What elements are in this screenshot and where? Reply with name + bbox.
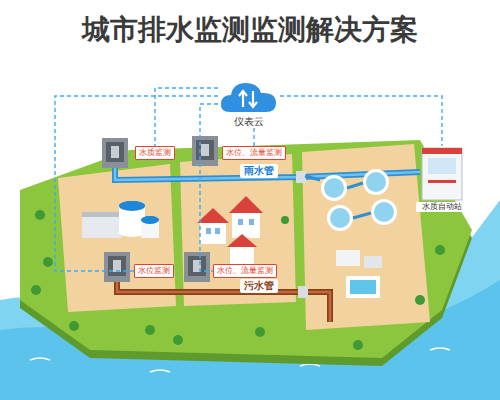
sand-plots bbox=[58, 144, 430, 330]
monitoring-station-part bbox=[193, 260, 201, 272]
treatment-plant-part bbox=[321, 175, 347, 201]
trees-part bbox=[69, 321, 79, 331]
sewage-pipe bbox=[117, 282, 330, 322]
houses-part bbox=[238, 219, 243, 225]
cabinet-body bbox=[422, 148, 462, 200]
treatment-plant-part bbox=[330, 208, 350, 228]
trees-part bbox=[35, 210, 45, 220]
monitoring-station-part bbox=[106, 142, 124, 162]
tag-text: 水位监测 bbox=[138, 266, 170, 276]
factory-part bbox=[119, 201, 145, 211]
monitoring-station-part bbox=[104, 252, 130, 282]
trees-part bbox=[281, 216, 289, 224]
monitoring-station-part bbox=[108, 256, 126, 276]
cloud-shape bbox=[221, 83, 276, 112]
data-link bbox=[253, 128, 254, 146]
tag-text: 水位、流量监测 bbox=[217, 266, 273, 276]
tag-text: 水质监测 bbox=[139, 148, 171, 158]
treatment-plant bbox=[305, 169, 397, 298]
island-part bbox=[20, 140, 472, 358]
cabinet-top bbox=[422, 148, 462, 154]
houses-part bbox=[229, 196, 263, 213]
treatment-plant-part bbox=[305, 176, 371, 218]
data-link bbox=[155, 88, 218, 146]
trees-part bbox=[415, 295, 425, 305]
factory-part bbox=[141, 216, 159, 224]
treatment-plant-part bbox=[364, 256, 382, 268]
houses-part bbox=[197, 208, 229, 223]
houses-part bbox=[215, 228, 220, 234]
monitoring-station-part bbox=[184, 252, 210, 282]
data-link bbox=[280, 96, 442, 146]
trees-part bbox=[435, 245, 445, 255]
data-link bbox=[55, 96, 218, 271]
monitoring-station-part bbox=[111, 146, 119, 158]
treatment-plant-part bbox=[327, 205, 353, 231]
factory-part bbox=[82, 212, 122, 238]
monitoring-station bbox=[102, 138, 128, 168]
data-link bbox=[200, 104, 218, 271]
pipe-label: 污水管 bbox=[240, 279, 278, 293]
monitoring-station-part bbox=[196, 140, 214, 160]
node-label: 水质自动站 bbox=[416, 202, 468, 212]
sync-arrows bbox=[239, 91, 257, 107]
houses-part bbox=[227, 234, 257, 247]
node-label: 仪表云 bbox=[218, 116, 280, 128]
monitoring-station-part bbox=[192, 136, 218, 166]
trees-part bbox=[255, 327, 265, 337]
factory-part bbox=[119, 201, 145, 211]
tag-text: 水位、流量监测 bbox=[226, 148, 282, 158]
monitoring-station bbox=[184, 252, 210, 282]
monitoring-station-part bbox=[113, 260, 121, 272]
houses bbox=[197, 196, 263, 264]
factory-part bbox=[141, 216, 159, 224]
monitoring-station bbox=[104, 252, 130, 282]
sewage-pipe-part bbox=[298, 286, 308, 298]
trees-part bbox=[43, 257, 53, 267]
sewage-pipe-part bbox=[117, 282, 330, 322]
houses-part bbox=[206, 228, 211, 234]
page-title: 城市排水监测监测解决方案 bbox=[0, 12, 500, 48]
treatment-plant-part bbox=[366, 172, 386, 192]
treatment-plant-part bbox=[346, 276, 380, 298]
houses-part bbox=[232, 212, 260, 238]
treatment-plant-part bbox=[324, 178, 344, 198]
cabinet-stripe bbox=[428, 180, 456, 183]
monitor-tag: 水质监测 bbox=[135, 146, 175, 160]
factory bbox=[82, 201, 159, 238]
treatment-plant-part bbox=[363, 169, 389, 195]
treatment-plant-part bbox=[336, 250, 360, 266]
monitor-tag: 水位、流量监测 bbox=[213, 264, 277, 278]
trees bbox=[31, 210, 445, 350]
houses-part bbox=[249, 219, 254, 225]
trees-part bbox=[173, 335, 183, 345]
rain-pipe-part bbox=[296, 171, 306, 183]
monitoring-station-part bbox=[188, 256, 206, 276]
cloud-icon bbox=[218, 76, 280, 116]
island bbox=[20, 140, 472, 366]
trees-part bbox=[31, 285, 41, 295]
monitor-tag: 水位监测 bbox=[134, 264, 174, 278]
treatment-plant-part bbox=[371, 199, 397, 225]
trees-part bbox=[145, 325, 155, 335]
treatment-plant-part bbox=[350, 280, 376, 294]
monitor-cabinet: 水质自动站 bbox=[416, 146, 468, 212]
monitor-tag: 水位、流量监测 bbox=[222, 146, 286, 160]
cabinet-icon bbox=[416, 146, 468, 202]
trees-part bbox=[353, 340, 363, 350]
treatment-plant-part bbox=[374, 202, 394, 222]
pipe-label: 雨水管 bbox=[240, 164, 278, 178]
monitoring-station bbox=[192, 136, 218, 166]
factory-part bbox=[82, 212, 122, 217]
monitoring-station-part bbox=[102, 138, 128, 168]
cloud-node: 仪表云 bbox=[218, 76, 280, 128]
houses-part bbox=[200, 222, 226, 244]
monitoring-station-part bbox=[201, 144, 209, 156]
houses-part bbox=[230, 246, 254, 264]
cabinet-screen bbox=[428, 158, 456, 174]
sewage-pipe-part bbox=[117, 282, 330, 322]
